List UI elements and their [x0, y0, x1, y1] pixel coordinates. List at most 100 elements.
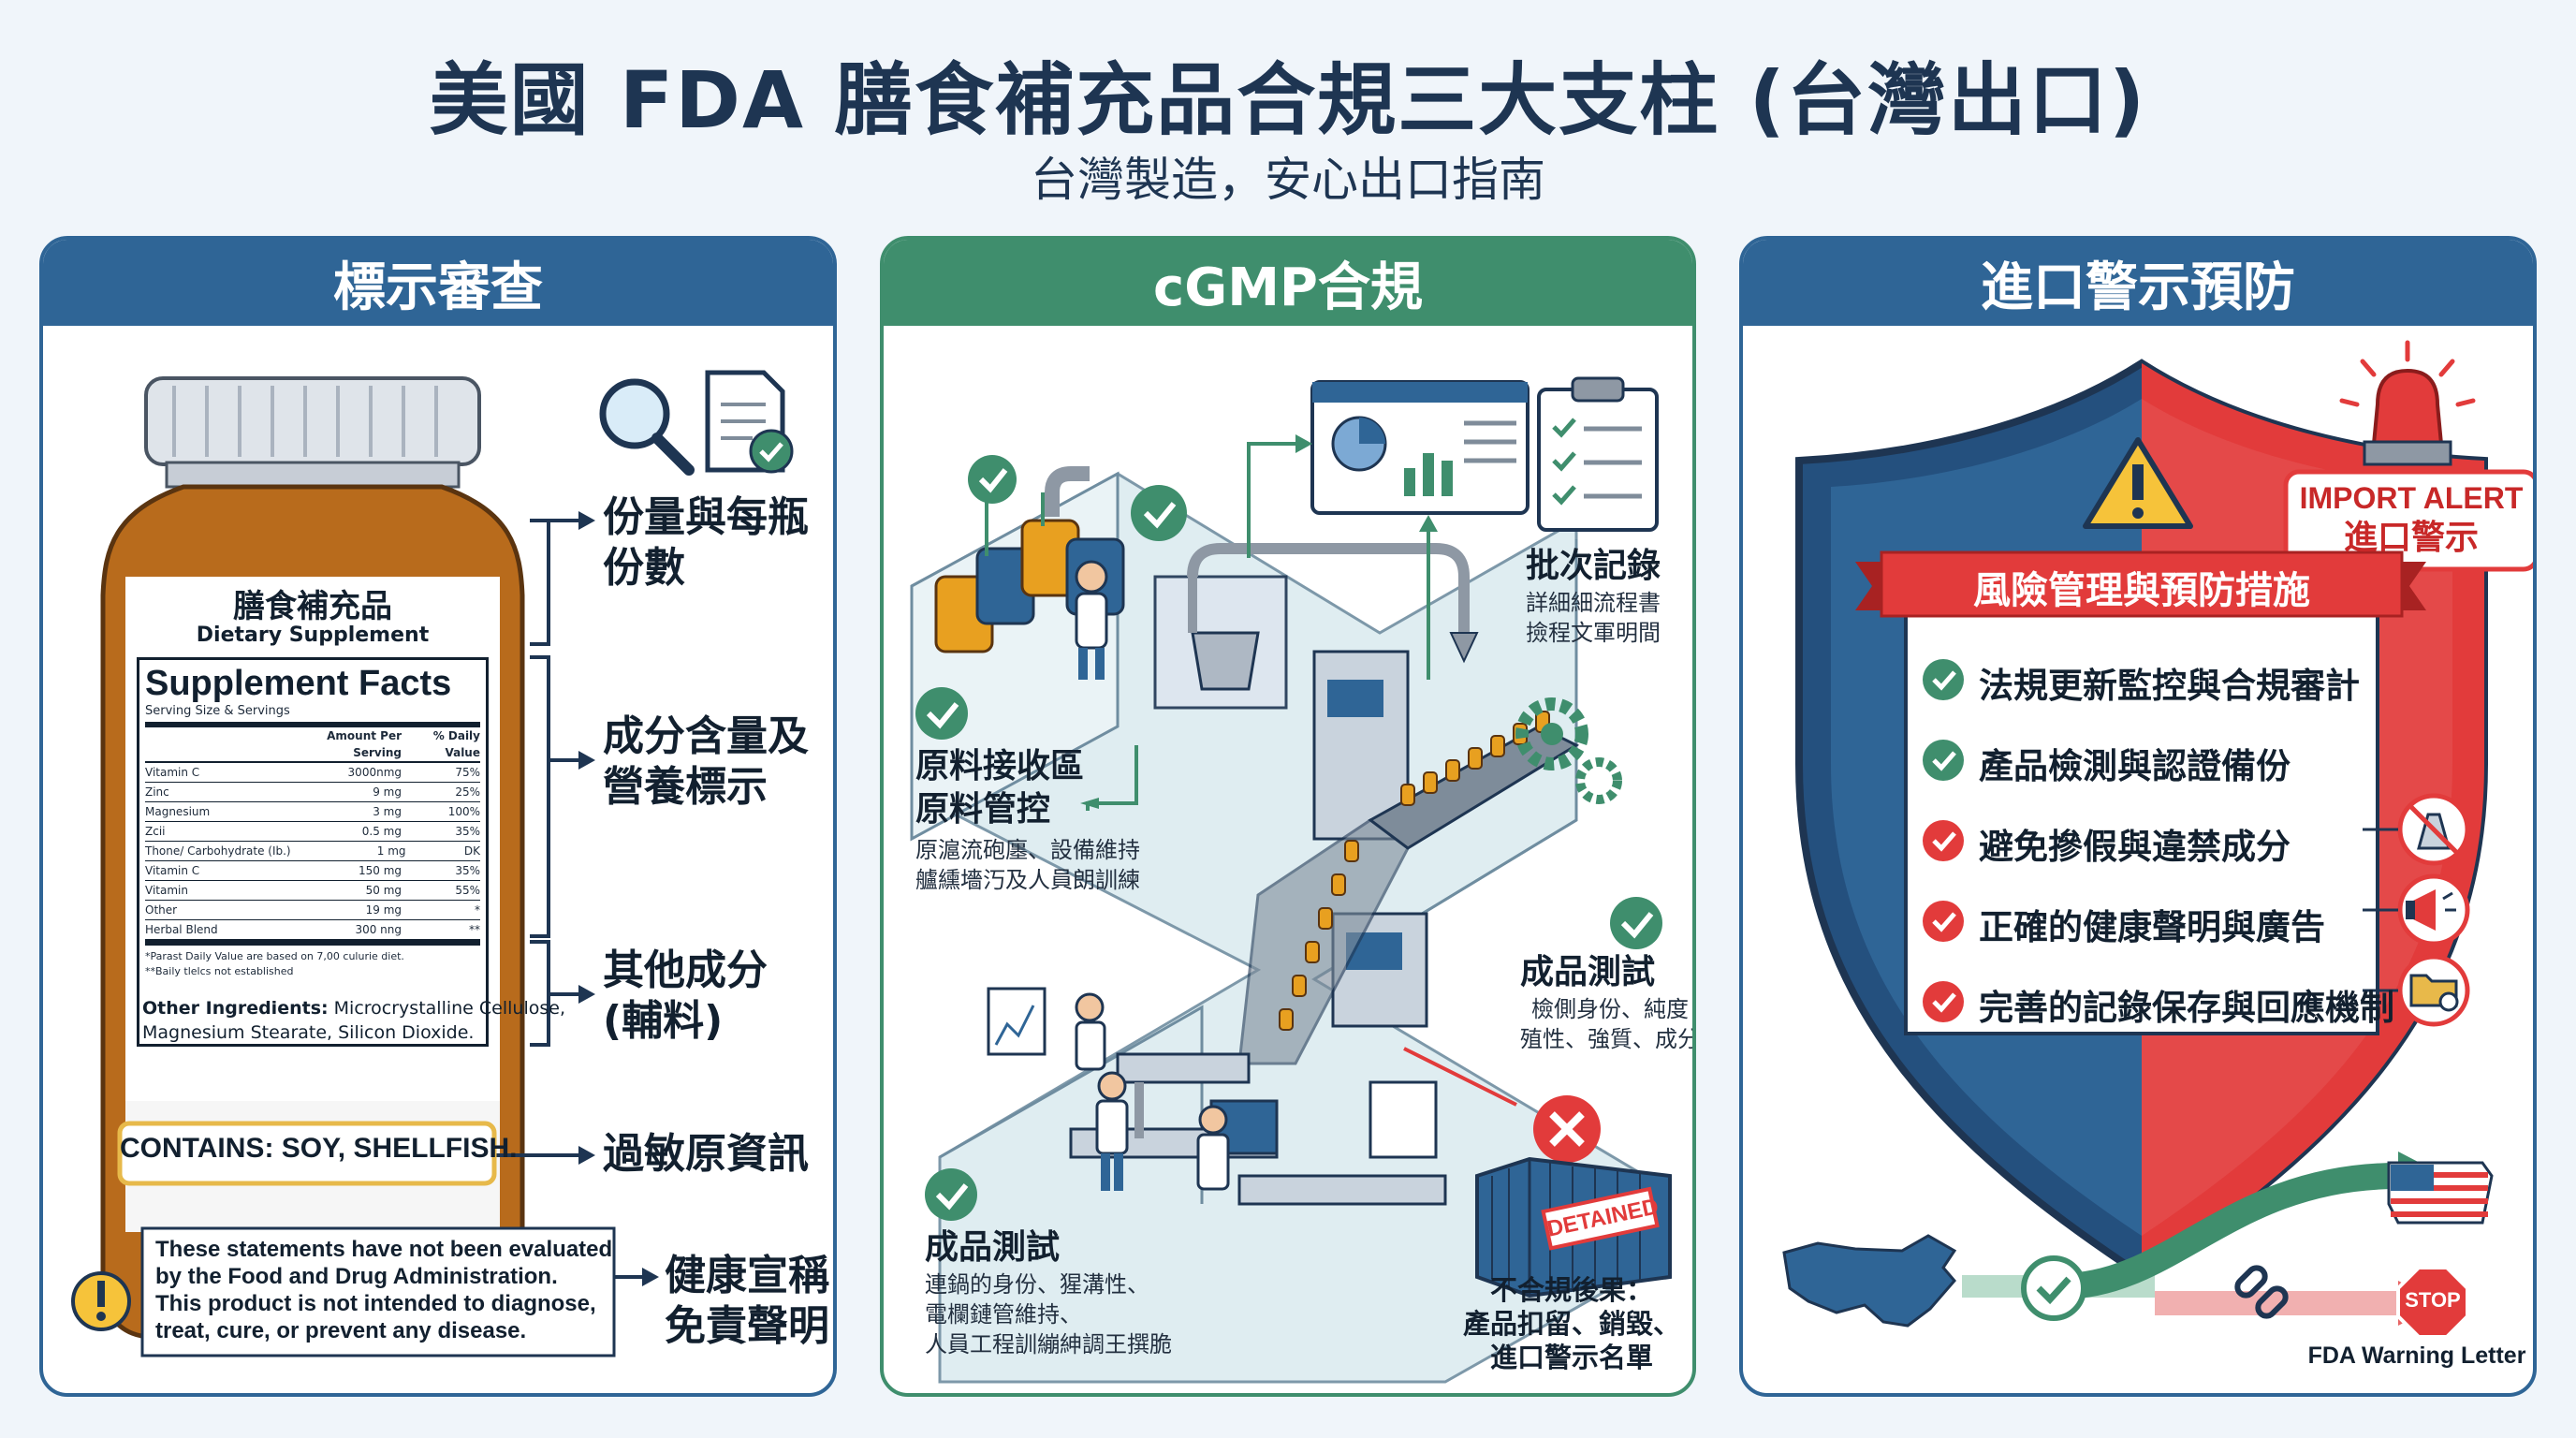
conveyor-bottles: [1237, 711, 1580, 1065]
facts-row-amount: 150 mg: [358, 864, 402, 877]
magnifier-icon: [599, 378, 695, 476]
finished-test-b-line1: 連鍋的身份、猩溝性、: [925, 1271, 1149, 1298]
consequence-line3: 進口警示名單: [1489, 1342, 1653, 1373]
small-bottle-icon: [1305, 941, 1320, 963]
panel-import-alert-header: 進口警示預防: [1743, 240, 2533, 326]
bottle-label-zh: 膳食補充品: [233, 588, 392, 625]
supplement-facts-panel: Supplement Facts Serving Size & Servings…: [137, 657, 489, 1047]
facts-row-name: Herbal Blend: [145, 923, 218, 936]
finished-test-a: 成品測試 檢側身份、純度 殖性、強質、成分: [1520, 951, 1692, 1054]
small-bottle-icon: [1445, 759, 1460, 782]
panel-label-review: 標示審查: [39, 236, 837, 1397]
facts-row-name: Vitamin: [145, 884, 188, 897]
bottle-cap-icon: [144, 376, 481, 489]
panel-label-review-header: 標示審查: [43, 240, 833, 326]
facts-row-name: Zcii: [145, 825, 166, 838]
risk-item: 完善的記錄保存與回應機制: [1979, 988, 2394, 1028]
label-other-line2: (輔料): [603, 997, 724, 1045]
facts-row: Magnesium 3 mg 100%: [145, 802, 480, 822]
other-ingredients-text: Microcrystalline Cellulose,: [333, 998, 565, 1019]
facts-row-name: Other: [145, 903, 178, 917]
small-bottle-icon: [1468, 747, 1483, 770]
green-check-icon: [1923, 740, 1964, 781]
facts-row-dv: 35%: [455, 825, 480, 838]
facts-row-dv: **: [469, 923, 480, 936]
finished-test-b-title: 成品測試: [925, 1228, 1061, 1267]
consequence-line1: 不合規後果：: [1489, 1274, 1653, 1306]
small-bottle-icon: [1292, 975, 1307, 997]
gear-icon: [1515, 697, 1622, 804]
disclaimer-line: treat, cure, or prevent any disease.: [155, 1318, 527, 1343]
disclaimer-box: [140, 1226, 616, 1357]
clipboard-icon: [1537, 376, 1659, 532]
panel-cgmp: cGMP合規: [880, 236, 1696, 1397]
facts-row-amount: 1 mg: [376, 844, 406, 858]
import-alert-zh: 進口警示: [2343, 519, 2479, 557]
facts-row-amount: 19 mg: [365, 903, 402, 917]
label-nutrition-line2: 營養標示: [603, 763, 768, 811]
consequence-line2: 產品扣留、銷毀、: [1462, 1308, 1680, 1340]
red-check-icon: [1923, 981, 1964, 1022]
batch-record-line2: 撿程文軍明間: [1526, 620, 1661, 646]
facts-footnote-1: *Parast Daily Value are based on 7,00 cu…: [145, 940, 480, 964]
raw-material-line2: 艫纁墻汅及人員朗訓練: [915, 867, 1140, 893]
finished-test-a-line1: 檢側身份、純度: [1531, 996, 1689, 1022]
red-check-icon: [1923, 901, 1964, 942]
green-check-icon: [1923, 659, 1964, 700]
facts-row: Herbal Blend 300 nng **: [145, 920, 480, 940]
panel-cgmp-header: cGMP合規: [884, 240, 1692, 326]
facts-footnote-2: **Baily tlelcs not established: [145, 965, 294, 977]
page-subtitle: 台灣製造，安心出口指南: [1031, 153, 1545, 207]
facts-row-dv: 25%: [455, 785, 480, 799]
facts-row-dv: 35%: [455, 864, 480, 877]
risk-banner-text: 風險管理與預防措施: [1973, 569, 2310, 612]
small-bottle-icon: [1279, 1008, 1294, 1031]
facts-row-name: Thone/ Carbohydrate (Ib.): [145, 844, 291, 858]
document-check-icon: [705, 370, 794, 474]
finished-test-b: 成品測試 連鍋的身份、猩溝性、 電欄鏈管維持、 人員工程訓繃紳調王撰脆: [925, 1226, 1172, 1359]
label-claim-line2: 免責聲明: [665, 1302, 829, 1350]
allergen-text: CONTAINS: SOY, SHELLFISH.: [120, 1133, 518, 1164]
dashboard-icon: [1310, 380, 1530, 515]
small-bottle-icon: [1400, 784, 1415, 806]
small-bottle-icon: [1490, 735, 1505, 757]
small-bottle-icon: [1318, 907, 1333, 930]
finished-test-a-title: 成品測試: [1520, 953, 1656, 991]
label-nutrition-line1: 成分含量及: [603, 712, 809, 760]
shipping-container-icon: [1475, 1156, 1672, 1299]
approved-arrow: [2060, 1163, 2399, 1299]
stop-sign-icon: [2396, 1266, 2469, 1339]
facts-row-amount: 3 mg: [373, 805, 402, 818]
facts-col-dv: % Daily Value: [432, 729, 480, 759]
facts-row-dv: 100%: [447, 805, 480, 818]
folder-icon: [2397, 954, 2470, 1027]
risk-banner: [1855, 550, 2426, 618]
no-adulterant-icon: [2397, 793, 2470, 866]
worker-icon: [1075, 560, 1108, 680]
panel-cgmp-heading: cGMP合規: [1153, 257, 1423, 318]
raw-material-line1: 原滬流砲廛、設備維持: [915, 837, 1140, 863]
label-nutrition: 成分含量及營養標示: [603, 712, 809, 813]
facts-row-name: Magnesium: [145, 805, 211, 818]
stop-sign-text: STOP: [2405, 1288, 2461, 1312]
cgmp-illustration: [910, 376, 1672, 1384]
raw-material-area: 原料接收區 原料管控 原滬流砲廛、設備維持 艫纁墻汅及人員朗訓練: [915, 745, 1140, 895]
batch-record-line1: 詳細細流程書: [1526, 590, 1661, 616]
label-servings-line1: 份量與每瓶: [603, 493, 809, 541]
facts-row-amount: 300 nng: [355, 923, 402, 936]
panel-label-review-heading: 標示審查: [333, 257, 543, 318]
lab-area-icon: [987, 987, 1447, 1206]
label-other-line1: 其他成分: [603, 946, 768, 994]
non-compliance-consequence: 不合規後果： 產品扣留、銷毀、 進口警示名單: [1455, 1273, 1689, 1374]
panel-import-alert: 進口警示預防: [1739, 236, 2537, 1397]
item-status-icons: [1923, 659, 1964, 1022]
megaphone-icon: [2397, 873, 2470, 946]
other-ingredients-text-2: Magnesium Stearate, Silicon Dioxide.: [142, 1022, 475, 1043]
facts-header-row: Amount Per Serving % Daily Value: [145, 727, 480, 763]
finished-test-b-line3: 人員工程訓繃紳調王撰脆: [925, 1331, 1172, 1357]
label-health-claim: 健康宣稱免責聲明: [665, 1251, 829, 1352]
